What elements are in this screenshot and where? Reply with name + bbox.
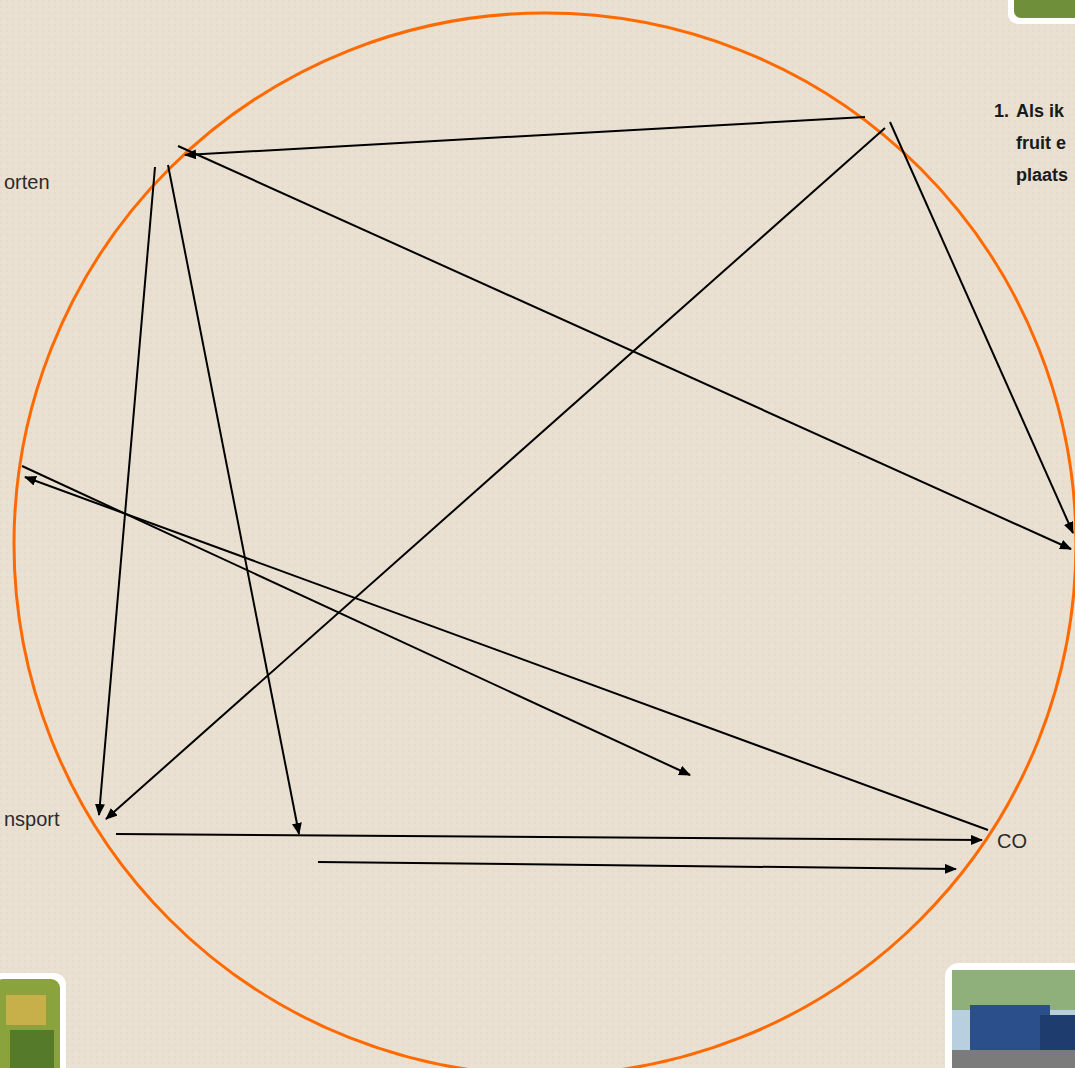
orange-circle	[14, 13, 1075, 1068]
list-text: fruit e	[1016, 133, 1066, 155]
arrows	[22, 117, 1073, 869]
point-label: CO	[997, 829, 1027, 853]
list-text: Als ik	[1016, 101, 1064, 123]
list-number: 1.	[994, 101, 1009, 123]
photo-bottom-left	[0, 973, 66, 1068]
photo-top-right	[1008, 0, 1075, 24]
point-label: orten	[4, 170, 50, 194]
list-text: plaats	[1016, 165, 1068, 187]
photo-bottom-right	[945, 963, 1075, 1068]
point-label: nsport	[4, 807, 60, 831]
